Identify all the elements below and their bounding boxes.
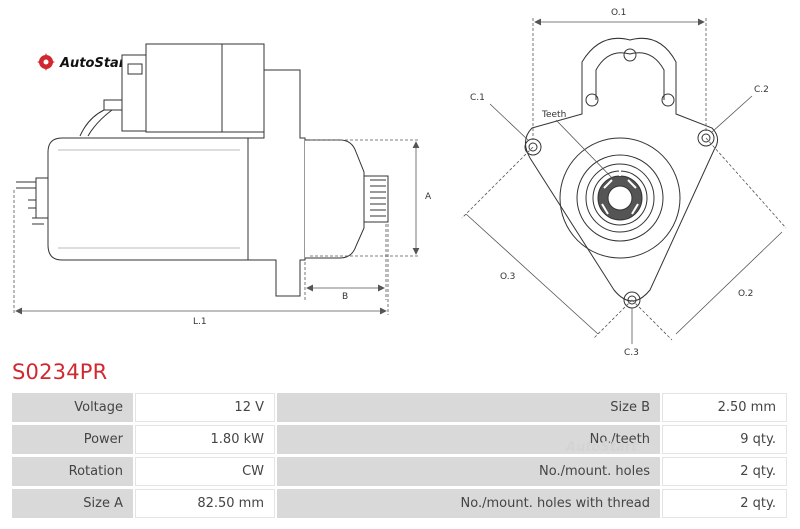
dim-a-label: A	[425, 192, 432, 202]
technical-drawing: AutoStart	[13, 8, 787, 358]
c3-label: C.3	[624, 348, 639, 358]
spec-value: 2 qty.	[662, 457, 787, 486]
spec-label: No./teeth	[277, 425, 660, 454]
spec-value: 9 qty.	[662, 425, 787, 454]
dim-b-label: B	[342, 292, 348, 302]
starter-side-view	[16, 43, 389, 297]
side-dimensions	[13, 139, 420, 315]
c2-label: C.2	[754, 85, 769, 95]
o2-label: O.2	[738, 289, 753, 299]
spec-label: No./mount. holes	[277, 457, 660, 486]
spec-label: Power	[12, 425, 133, 454]
spec-label: No./mount. holes with thread	[277, 489, 660, 518]
logo-text: AutoStart	[59, 56, 132, 71]
spec-label: Size A	[12, 489, 133, 518]
front-dimensions	[461, 18, 787, 344]
o1-label: O.1	[611, 8, 626, 18]
starter-front-view	[524, 37, 718, 309]
o3-label: O.3	[500, 272, 515, 282]
brand-logo: AutoStart	[37, 53, 132, 71]
logo-star-icon	[37, 53, 55, 71]
spec-value: 1.80 kW	[135, 425, 275, 454]
spec-value: 2.50 mm	[662, 393, 787, 422]
product-code: S0234PR	[12, 360, 108, 384]
dim-l1-label: L.1	[193, 317, 207, 327]
teeth-label: Teeth	[541, 110, 566, 120]
c1-label: C.1	[470, 93, 485, 103]
spec-value: 12 V	[135, 393, 275, 422]
spec-label: Voltage	[12, 393, 133, 422]
spec-label: Size B	[277, 393, 660, 422]
spec-value: 82.50 mm	[135, 489, 275, 518]
spec-value: 2 qty.	[662, 489, 787, 518]
spec-label: Rotation	[12, 457, 133, 486]
spec-value: CW	[135, 457, 275, 486]
